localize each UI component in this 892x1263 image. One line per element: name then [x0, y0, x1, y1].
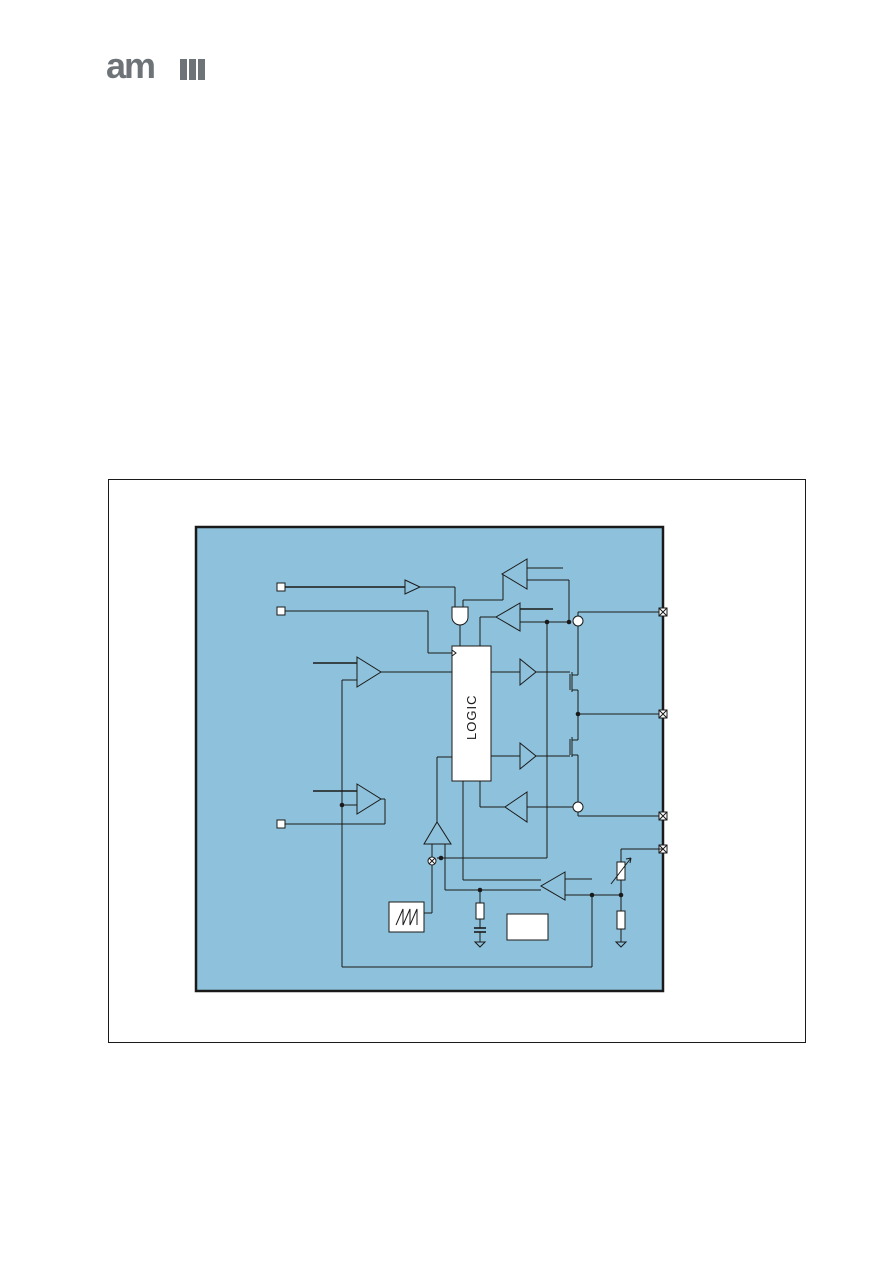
- figure-frame: [108, 479, 806, 1043]
- resistor-filter: [475, 902, 485, 920]
- buffer-triangle: [404, 579, 422, 595]
- ground-symbol-1: [473, 941, 487, 948]
- input-pin-3: [276, 819, 286, 829]
- comparator-top: [501, 558, 528, 590]
- logic-block: [451, 645, 492, 782]
- output-pin-2: [658, 709, 668, 719]
- input-pin-1: [276, 582, 286, 592]
- logic-label: LOGIC: [464, 695, 479, 740]
- chip-body: [194, 525, 665, 993]
- reference-block: [506, 913, 549, 941]
- mosfet-low-side: [536, 737, 578, 757]
- error-amplifier: [540, 871, 566, 901]
- output-pin-1: [658, 607, 668, 617]
- comparator-left-upper: [356, 656, 382, 688]
- svg-text:am: am: [106, 50, 154, 84]
- output-pin-3: [658, 811, 668, 821]
- input-pin-2: [276, 606, 286, 616]
- mosfet-high-side: [536, 671, 578, 692]
- comparator-left-lower: [356, 783, 382, 815]
- ramp-generator: [388, 901, 425, 933]
- and-gate: [451, 606, 469, 626]
- comparator-second: [495, 602, 521, 632]
- comparator-pwm: [423, 821, 452, 845]
- ams-logo: am: [106, 50, 205, 84]
- sense-circle-top: [572, 615, 584, 627]
- sense-circle-bottom: [572, 801, 584, 813]
- resistor-divider: [616, 910, 626, 930]
- ground-symbol-2: [614, 941, 628, 948]
